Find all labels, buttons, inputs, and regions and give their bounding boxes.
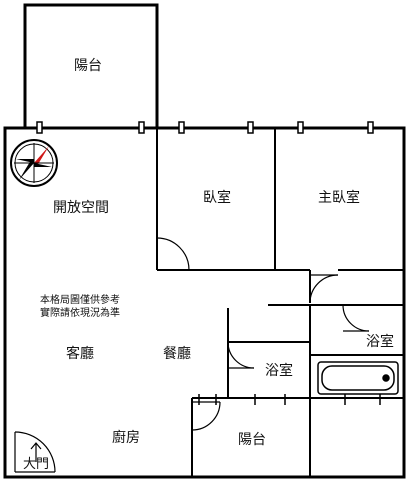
window-marks xyxy=(36,121,374,134)
room-label-kitchen: 廚房 xyxy=(112,430,140,446)
bedroom-door-swing xyxy=(156,237,190,271)
bathtub xyxy=(317,361,399,395)
disclaimer-line-2: 實際請依現況為準 xyxy=(40,308,120,319)
entry-arrow-icon xyxy=(30,442,42,462)
walls xyxy=(3,3,406,479)
disclaimer-note: 本格局圖僅供參考 實際請依現況為準 xyxy=(40,294,120,320)
room-label-balcony-top: 陽台 xyxy=(74,58,102,74)
room-label-bathroom-center: 浴室 xyxy=(265,363,293,379)
disclaimer-line-1: 本格局圖僅供參考 xyxy=(40,295,120,306)
room-label-open-space: 開放空間 xyxy=(53,200,109,216)
room-label-living-room: 客廳 xyxy=(66,346,94,362)
interior-walls xyxy=(156,128,404,477)
main-door-swing xyxy=(14,431,56,473)
room-label-master-bedroom: 主臥室 xyxy=(318,190,360,206)
bath-center-door-swing xyxy=(227,341,255,369)
room-label-bedroom: 臥室 xyxy=(203,190,231,206)
wall-ticks xyxy=(198,394,381,405)
balcony-top-wall xyxy=(23,3,159,130)
compass-icon xyxy=(10,139,58,187)
master-door-swing xyxy=(309,274,339,304)
balcony-door-swing xyxy=(191,401,221,431)
doors xyxy=(14,237,370,473)
room-label-balcony-bottom: 陽台 xyxy=(238,432,266,448)
room-label-bathroom-right: 浴室 xyxy=(366,334,394,350)
main-door-label: 大門 xyxy=(23,457,50,472)
bath-right-door-swing xyxy=(342,304,370,332)
room-label-dining-room: 餐廳 xyxy=(163,346,191,362)
